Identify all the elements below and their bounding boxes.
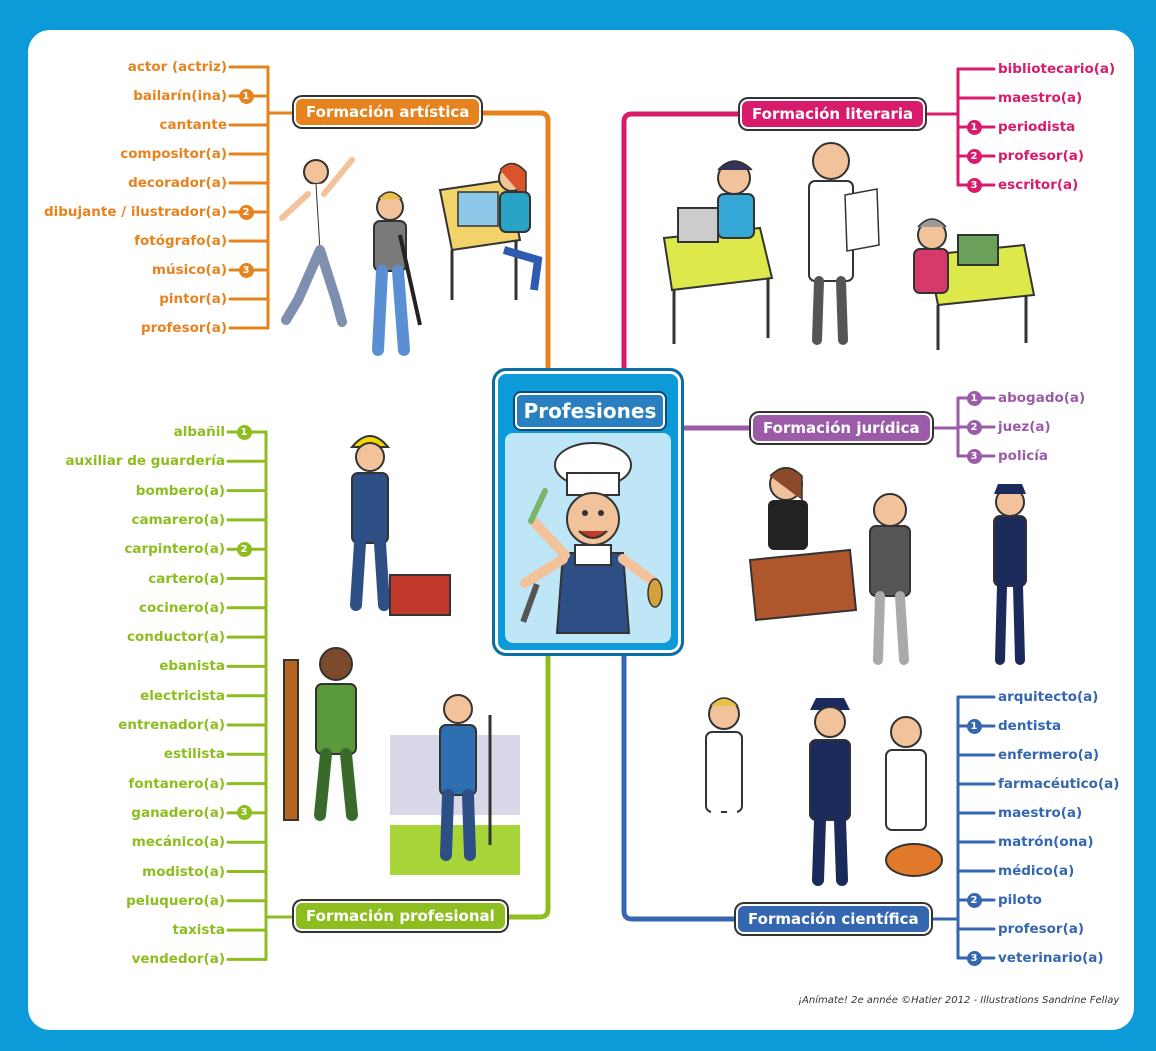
writer-illustration — [898, 205, 1038, 359]
branch-connector — [621, 111, 745, 371]
literaria-number-badge: 1 — [966, 119, 982, 135]
veterinarian-illustration — [870, 710, 950, 894]
artistica-item: compositor(a) — [120, 146, 227, 162]
teacher-illustration — [795, 135, 885, 354]
artistica-number-badge: 2 — [238, 204, 254, 220]
branch-connector — [479, 110, 551, 371]
juridica-item: policía — [998, 448, 1048, 464]
profesional-item: camarero(a) — [131, 511, 226, 528]
profesional-item: albañil — [173, 424, 225, 440]
dentist-illustration — [690, 690, 770, 884]
chef-illustration — [505, 433, 671, 643]
profesional-item: taxista — [172, 922, 226, 939]
literaria-number-badge: 2 — [966, 148, 982, 164]
literaria-item: bibliotecario(a) — [998, 61, 1116, 77]
cientifica-item: veterinario(a) — [998, 950, 1104, 966]
cientifica-number-badge: 3 — [966, 950, 982, 966]
center-title: Profesiones — [515, 393, 665, 429]
branch-connector — [502, 647, 551, 920]
profesional-item: fontanero(a) — [128, 775, 225, 792]
artistica-item: bailarín(ina) — [133, 88, 227, 104]
profesional-number-badge: 1 — [236, 424, 252, 440]
juridica-item: juez(a) — [998, 419, 1051, 435]
profesional-number-badge: 2 — [236, 541, 252, 557]
literaria-item: periodista — [998, 119, 1076, 135]
cientifica-item: dentista — [998, 718, 1062, 734]
profesional-item: carpintero(a) — [124, 541, 225, 558]
cientifica-number-badge: 1 — [966, 718, 982, 734]
cientifica-item: farmacéutico(a) — [998, 776, 1120, 792]
builder-illustration — [330, 425, 460, 639]
judge-lawyer-illustration — [740, 460, 930, 674]
cientifica-item: piloto — [998, 892, 1042, 908]
artistica-number-badge: 3 — [238, 262, 254, 278]
branch-formacion-artistica: Formación artística — [296, 99, 480, 125]
literaria-number-badge: 3 — [966, 177, 982, 193]
literaria-item: maestro(a) — [998, 90, 1083, 106]
artistica-item: cantante — [159, 117, 227, 133]
carpenter-illustration — [280, 640, 380, 834]
branch-connector — [621, 647, 741, 922]
dancer-illustration — [276, 150, 366, 334]
center-node: Profesiones — [492, 368, 684, 656]
cientifica-item: enfermero(a) — [998, 747, 1100, 763]
cientifica-item: matrón(ona) — [998, 834, 1094, 850]
literaria-item: profesor(a) — [998, 148, 1085, 164]
artistica-item: dibujante / ilustrador(a) — [43, 204, 227, 220]
branch-formacion-literaria: Formación literaria — [742, 101, 924, 127]
credit-text: ¡Anímate! 2e année ©Hatier 2012 - Illust… — [798, 995, 1120, 1006]
profesional-item: cartero(a) — [148, 570, 225, 587]
profesional-item: peluquero(a) — [126, 892, 225, 909]
juridica-number-badge: 2 — [966, 419, 982, 435]
artistica-item: pintor(a) — [159, 291, 227, 307]
police-illustration — [980, 480, 1040, 674]
literaria-item: escritor(a) — [998, 177, 1079, 193]
juridica-number-badge: 1 — [966, 390, 982, 406]
cientifica-item: arquitecto(a) — [998, 689, 1099, 705]
artistica-item: músico(a) — [151, 262, 227, 278]
profesional-item: mecánico(a) — [131, 834, 225, 851]
artistica-item: fotógrafo(a) — [134, 233, 227, 249]
profesional-number-badge: 3 — [236, 805, 252, 821]
branch-formacion-juridica: Formación jurídica — [753, 415, 930, 441]
profesional-item: entrenador(a) — [118, 717, 225, 733]
farmer-illustration — [390, 685, 540, 879]
juridica-item: abogado(a) — [998, 390, 1086, 406]
cientifica-item: médico(a) — [998, 863, 1075, 879]
profesional-item: ebanista — [159, 658, 225, 675]
artistica-item: profesor(a) — [140, 320, 227, 336]
profesional-item: cocinero(a) — [138, 599, 225, 616]
profesional-item: bombero(a) — [135, 482, 225, 499]
artistica-number-badge: 1 — [238, 88, 254, 104]
profesional-item: electricista — [140, 687, 225, 704]
profesional-item: vendedor(a) — [131, 951, 225, 968]
profesional-item: estilista — [163, 746, 225, 763]
profesional-item: auxiliar de guardería — [65, 453, 225, 470]
profesional-item: conductor(a) — [126, 629, 225, 646]
artistica-item: actor (actriz) — [127, 59, 227, 75]
artistica-item: decorador(a) — [128, 175, 227, 191]
journalist-illustration — [660, 148, 780, 352]
profesional-item: modisto(a) — [142, 863, 225, 880]
cientifica-item: profesor(a) — [998, 921, 1085, 937]
profesional-item: ganadero(a) — [131, 804, 225, 821]
branch-formacion-profesional: Formación profesional — [296, 903, 505, 929]
cientifica-number-badge: 2 — [966, 892, 982, 908]
cientifica-item: maestro(a) — [998, 805, 1083, 821]
juridica-number-badge: 3 — [966, 448, 982, 464]
musician-illustration — [360, 185, 430, 364]
illustrator-illustration — [438, 150, 548, 324]
branch-formacion-cientifica: Formación científica — [738, 906, 929, 932]
pilot-illustration — [790, 690, 870, 894]
